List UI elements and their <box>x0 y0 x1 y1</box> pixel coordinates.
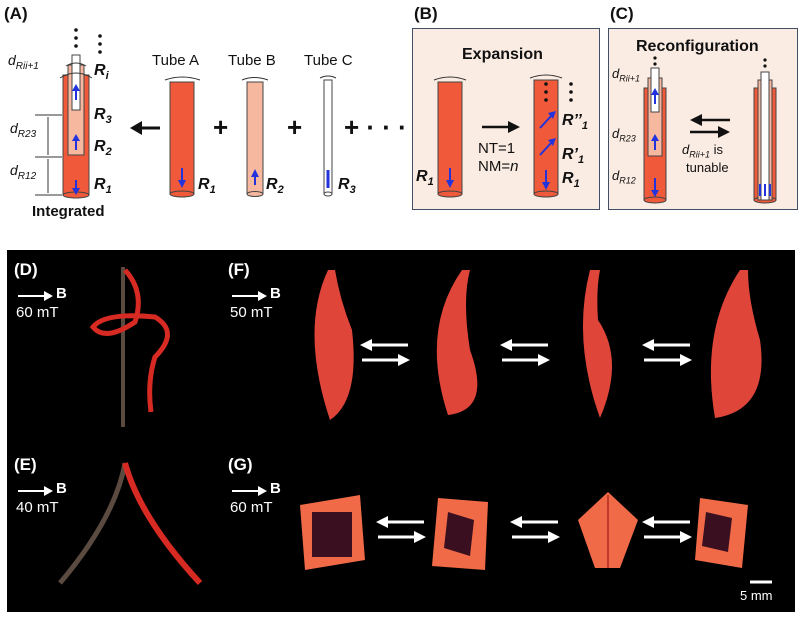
panel-e-field-b: B <box>56 480 67 497</box>
panel-b-r1: R1 <box>562 170 580 191</box>
tube-b-label: Tube B <box>228 52 276 69</box>
panel-e-field-value: 40 mT <box>16 499 59 516</box>
plus-ellipsis: + · · · <box>344 112 407 142</box>
panel-g-field-arrow <box>232 486 267 496</box>
panel-f-field-b: B <box>270 285 281 302</box>
panel-b-nm: NM=n <box>478 158 519 175</box>
panel-c-d-r23: dR23 <box>612 126 636 144</box>
tube-a-b-c-drawings <box>164 75 337 198</box>
panel-b-title: Expansion <box>462 46 543 63</box>
panel-g-field-b: B <box>270 480 281 497</box>
panel-a-d-rii: dRii+1 <box>8 52 39 72</box>
panel-b-r1-left: R1 <box>416 168 434 189</box>
panel-f-field-value: 50 mT <box>230 304 273 321</box>
panel-e-field-arrow <box>18 486 53 496</box>
panel-a-integrated-tube <box>35 28 160 199</box>
panel-e-photo <box>58 462 203 586</box>
panel-f-field-arrow <box>232 291 267 301</box>
panel-d-label: (D) <box>14 260 38 279</box>
panel-f-label: (F) <box>228 260 250 279</box>
panel-a-caption: Integrated <box>32 203 105 220</box>
panel-c-tunable-line2: tunable <box>686 160 729 175</box>
panel-g-label: (G) <box>228 455 253 474</box>
panel-b-nt: NT=1 <box>478 140 516 157</box>
panel-c-title: Reconfiguration <box>636 38 759 55</box>
panel-b-r-prime: R’1 <box>562 146 585 167</box>
panel-c-d-rii: dRii+1 <box>612 66 640 84</box>
tube-a-label: Tube A <box>152 52 199 69</box>
panel-c-d-r12: dR12 <box>612 168 636 186</box>
scale-bar-label: 5 mm <box>740 588 773 603</box>
panel-c-label: (C) <box>610 4 634 23</box>
panel-a-r-i: Ri <box>94 62 109 83</box>
panel-b-tubes <box>433 74 573 198</box>
tube-a-r1: R1 <box>198 176 216 197</box>
tube-b-r2: R2 <box>266 176 284 197</box>
plus-sign-2: + <box>287 112 303 142</box>
panel-d-field-b: B <box>56 285 67 302</box>
panel-b-label: (B) <box>414 4 438 23</box>
plus-sign-1: + <box>213 112 229 142</box>
panel-d-photo <box>89 267 170 427</box>
panel-a-label: (A) <box>4 4 28 23</box>
panel-g-field-value: 60 mT <box>230 499 273 516</box>
panel-d-field-value: 60 mT <box>16 304 59 321</box>
panel-e-label: (E) <box>14 455 37 474</box>
tube-c-r3: R3 <box>338 176 356 197</box>
panel-d-field-arrow <box>18 291 53 301</box>
panel-a-r1: R1 <box>94 176 112 197</box>
panel-b-r-double-prime: R’’1 <box>562 112 588 133</box>
panel-a-r2: R2 <box>94 138 112 159</box>
panel-a-d-r12: dR12 <box>10 162 37 182</box>
panel-a-r3: R3 <box>94 106 112 127</box>
tube-c-label: Tube C <box>304 52 353 69</box>
panel-c-tubes <box>643 56 777 204</box>
panel-c-tunable-line1: dRii+1 is <box>682 142 723 160</box>
panel-a-d-r23: dR23 <box>10 120 37 140</box>
